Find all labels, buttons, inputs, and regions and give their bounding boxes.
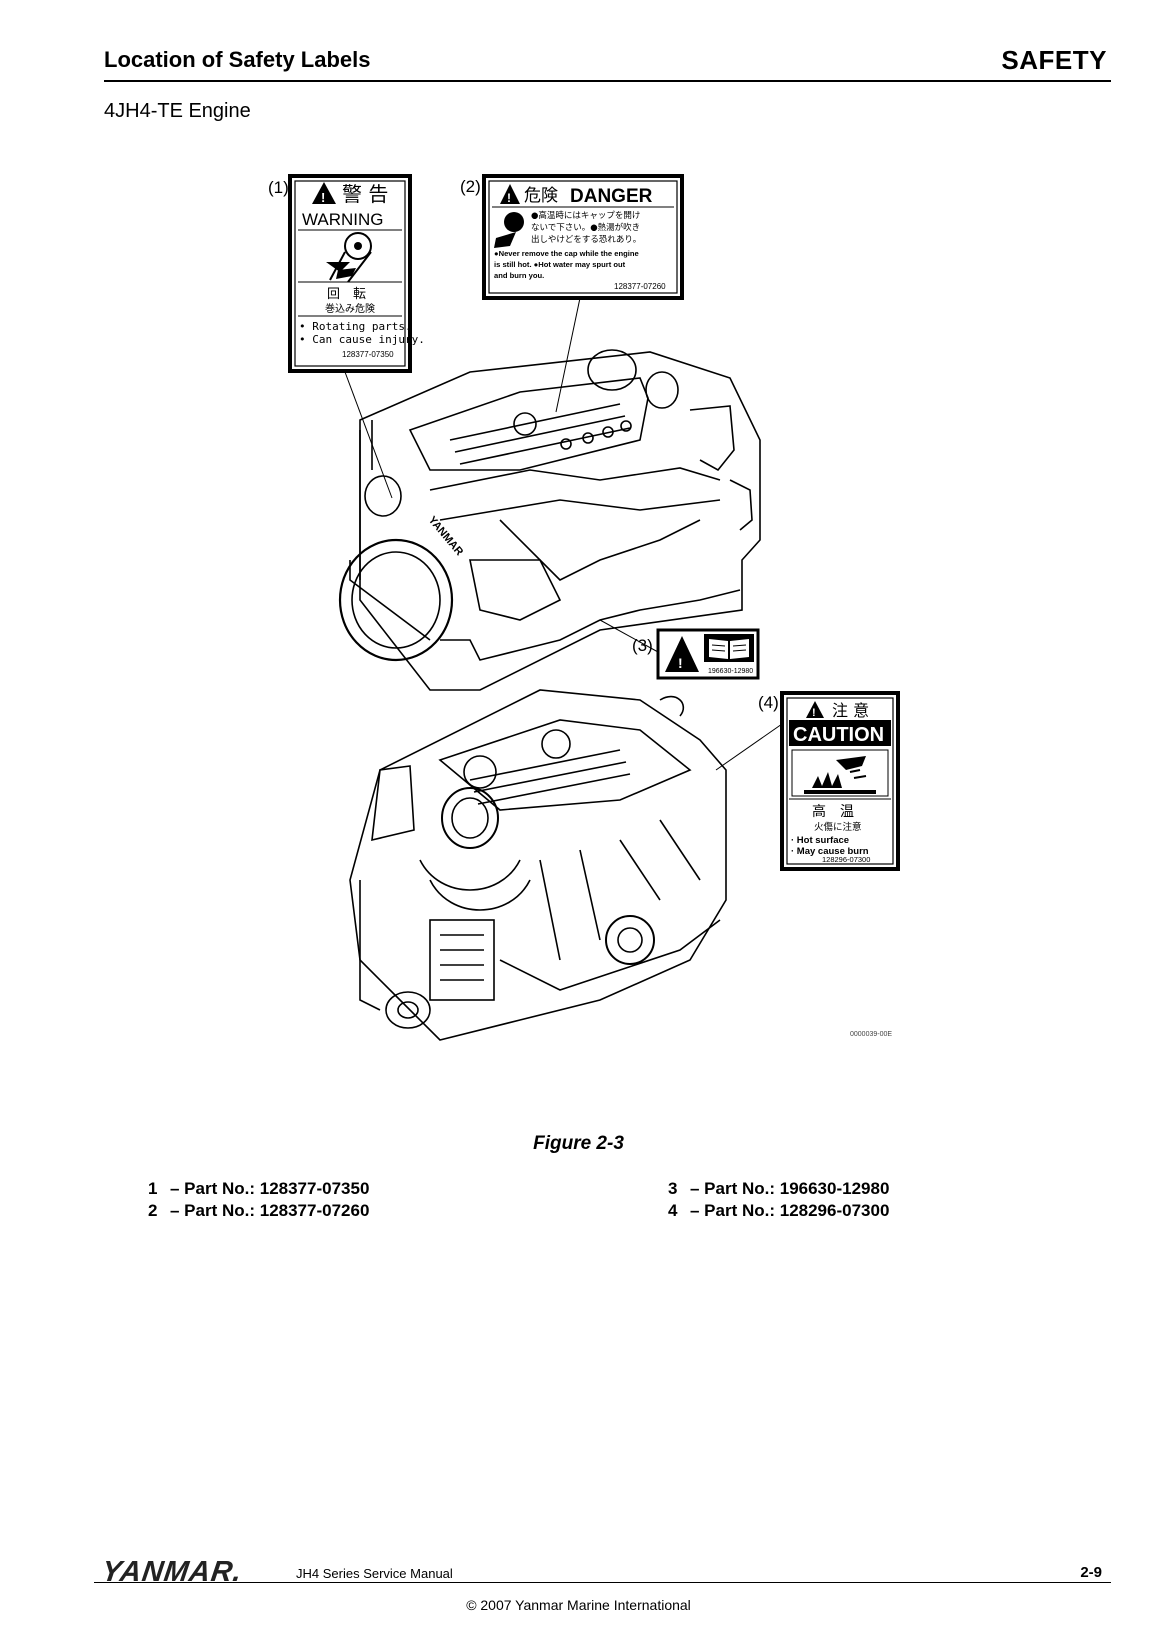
warning-triangle-icon: !	[665, 636, 699, 672]
label2-part: 128377-07260	[614, 282, 666, 291]
label2-jp-line1: ●高温時にはキャップを開け	[531, 210, 640, 221]
label2-jp-line3: 出しやけどをする恐れあり。	[531, 234, 641, 245]
label2-jp-line2: ないで下さい。●熱湯が吹き	[531, 222, 640, 233]
copyright: © 2007 Yanmar Marine International	[466, 1597, 691, 1613]
hot-surface-icon	[791, 749, 889, 797]
label1-jp-text1: 回 転	[327, 287, 366, 302]
figure-image-code: 0000039-00E	[850, 1031, 892, 1038]
danger-label: ! 危険 DANGER ●高温時にはキャップを開け ないで下さい。●熱湯が吹き …	[482, 174, 684, 300]
callout-2: (2)	[460, 177, 481, 196]
label3-part: 196630-12980	[708, 668, 753, 675]
svg-text:!: !	[507, 191, 511, 205]
header-rule	[104, 80, 1111, 82]
book-icon	[704, 634, 754, 662]
manual-title: JH4 Series Service Manual	[296, 1566, 453, 1581]
parts-list-left: 1– Part No.: 128377-07350 2– Part No.: 1…	[148, 1178, 369, 1222]
caution-label: ! 注 意 CAUTION 高 温 火傷に注意 · Hot surface · …	[780, 691, 900, 871]
label1-line2: • Can cause injury.	[299, 333, 425, 346]
label4-jp-text2: 火傷に注意	[814, 821, 862, 833]
label4-jp-text1: 高 温	[812, 803, 854, 820]
callout-1: (1)	[268, 178, 289, 197]
label2-title: DANGER	[570, 186, 653, 207]
rotating-parts-icon	[326, 232, 372, 283]
label1-jp-text2: 巻込み危険	[325, 303, 375, 315]
engine-drawing-top: YANMAR	[338, 349, 761, 691]
hot-steam-icon	[494, 212, 524, 248]
engine-figure: (1) ! 警 告 WARNING 回 転 巻込み危険 • Rotating p…	[268, 174, 900, 1041]
label4-line2: · May cause burn	[791, 846, 869, 857]
caution-triangle-icon: !	[806, 701, 824, 719]
callout-4: (4)	[758, 693, 779, 712]
list-item: 4– Part No.: 128296-07300	[668, 1201, 890, 1220]
warning-label: ! 警 告 WARNING 回 転 巻込み危険 • Rotating parts…	[288, 174, 425, 373]
label2-line3: and burn you.	[494, 271, 544, 280]
list-item: 3– Part No.: 196630-12980	[668, 1179, 890, 1198]
label2-jp-title: 危険	[524, 186, 558, 206]
label1-line1: • Rotating parts.	[299, 320, 412, 333]
figure-caption: Figure 2-3	[533, 1133, 624, 1154]
footer-rule	[94, 1582, 1111, 1583]
label2-line2: is still hot. ●Hot water may spurt out	[494, 260, 626, 269]
label4-jp-title: 注 意	[832, 701, 869, 720]
section-title: SAFETY	[1001, 45, 1107, 75]
warning-triangle-icon: !	[312, 182, 336, 205]
page-number: 2-9	[1080, 1564, 1102, 1581]
label4-part: 128296-07300	[822, 855, 870, 864]
read-manual-label: ! 196630-12980	[656, 628, 760, 680]
svg-text:!: !	[321, 190, 325, 205]
label2-line1: ●Never remove the cap while the engine	[494, 249, 639, 258]
label1-jp-title: 警 告	[342, 182, 388, 206]
subheading: 4JH4-TE Engine	[104, 100, 251, 122]
svg-text:!: !	[812, 707, 816, 719]
list-item: 2– Part No.: 128377-07260	[148, 1201, 370, 1220]
yanmar-logo: YANMAR.	[99, 1556, 245, 1588]
label1-title: WARNING	[302, 210, 384, 229]
list-item: 1– Part No.: 128377-07350	[148, 1179, 370, 1198]
engine-drawing-bottom	[349, 689, 727, 1041]
label4-line1: · Hot surface	[791, 835, 849, 846]
svg-text:!: !	[678, 655, 683, 671]
svg-text:YANMAR: YANMAR	[426, 514, 466, 558]
label1-part: 128377-07350	[342, 350, 394, 359]
parts-list-right: 3– Part No.: 196630-12980 4– Part No.: 1…	[668, 1178, 889, 1222]
danger-triangle-icon: !	[500, 184, 520, 205]
header-title: Location of Safety Labels	[104, 47, 371, 72]
label4-title: CAUTION	[793, 724, 884, 746]
